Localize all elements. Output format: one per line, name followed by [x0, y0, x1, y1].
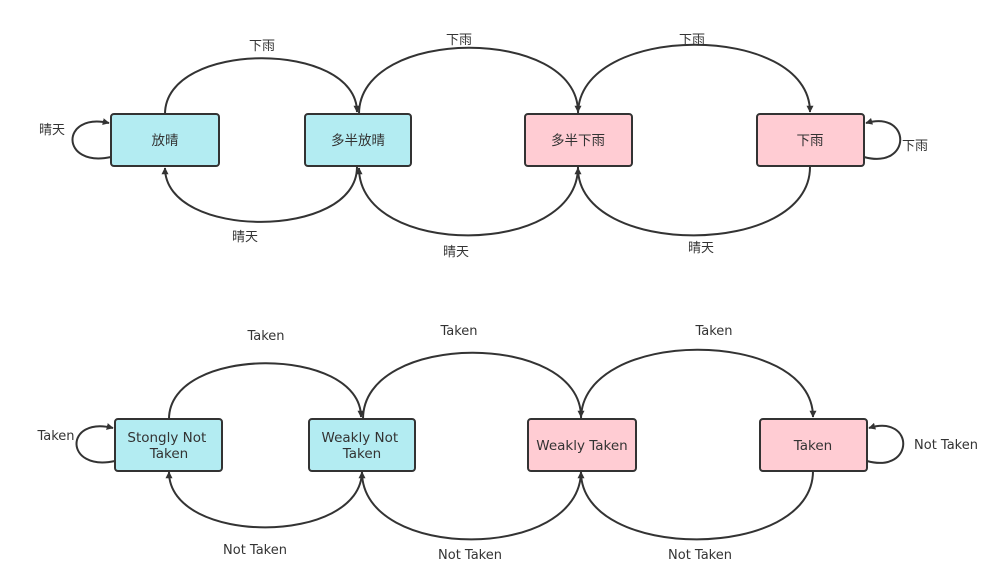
branch-edge-backward-1	[165, 470, 363, 529]
weather-self-loop-last	[863, 117, 902, 160]
branch-state-taken-label: Taken	[793, 438, 832, 454]
branch-forward-label-1: Taken	[246, 329, 284, 344]
svg-text:Stongly Not Taken: Stongly Not Taken	[127, 430, 210, 462]
branch-forward-label-3: Taken	[694, 324, 732, 339]
branch-backward-label-3: Not Taken	[668, 548, 732, 563]
weather-edge-forward-2	[358, 46, 582, 115]
weather-state-mostly-rainy: 多半下雨	[524, 113, 633, 167]
branch-forward-label-2: Taken	[439, 324, 477, 339]
weather-state-mostly-rainy-label: 多半下雨	[551, 132, 605, 149]
weather-edge-backward-2	[355, 166, 579, 237]
weather-forward-label-3: 下雨	[679, 33, 705, 48]
weather-forward-label-2: 下雨	[446, 33, 472, 48]
branch-edge-forward-2	[362, 351, 585, 420]
weather-edge-forward-3	[577, 43, 814, 115]
branch-self-loop-last-label: Not Taken	[914, 438, 978, 453]
branch-self-loop-first	[75, 423, 116, 464]
branch-edge-backward-3	[577, 470, 814, 541]
branch-state-weakly-not-taken-line-1: Weakly Not	[322, 430, 399, 446]
weather-backward-label-2: 晴天	[443, 245, 469, 260]
branch-state-taken: Taken	[759, 418, 868, 472]
weather-state-mostly-sunny-label: 多半放晴	[331, 132, 385, 149]
weather-state-sunny: 放晴	[110, 113, 220, 167]
svg-text:Weakly Not Taken: Weakly Not Taken	[322, 430, 403, 462]
branch-state-strongly-not-taken-line-2: Taken	[149, 446, 188, 462]
branch-diagram: Stongly Not Taken Weakly Not Taken Weakl…	[36, 324, 978, 563]
branch-backward-label-1: Not Taken	[223, 543, 287, 558]
branch-self-loop-last	[866, 422, 905, 464]
weather-backward-label-1: 晴天	[232, 230, 258, 245]
weather-self-loop-first	[71, 118, 112, 160]
weather-edge-backward-3	[574, 166, 811, 237]
branch-edge-forward-1	[168, 362, 365, 420]
weather-self-loop-last-label: 下雨	[902, 139, 928, 154]
branch-edge-backward-2	[358, 470, 582, 541]
branch-self-loop-first-label: Taken	[36, 429, 74, 444]
branch-state-strongly-not-taken-line-1: Stongly Not	[127, 430, 206, 446]
weather-state-rainy-label: 下雨	[797, 133, 824, 149]
weather-backward-label-3: 晴天	[688, 241, 714, 256]
branch-state-weakly-taken: Weakly Taken	[527, 418, 637, 472]
branch-state-weakly-taken-label: Weakly Taken	[536, 438, 627, 454]
weather-diagram: 放晴 多半放晴 多半下雨 下雨 下雨 下雨 下雨 晴天 晴天 晴天 晴天 下雨	[39, 33, 928, 260]
branch-edge-forward-3	[580, 348, 817, 420]
branch-backward-label-2: Not Taken	[438, 548, 502, 563]
weather-edge-backward-1	[161, 166, 358, 223]
branch-state-strongly-not-taken: Stongly Not Taken	[114, 418, 223, 472]
weather-self-loop-first-label: 晴天	[39, 123, 65, 138]
weather-state-sunny-label: 放晴	[152, 133, 179, 149]
branch-state-weakly-not-taken: Weakly Not Taken	[308, 418, 416, 472]
branch-state-weakly-not-taken-line-2: Taken	[342, 446, 381, 462]
weather-state-mostly-sunny: 多半放晴	[304, 113, 412, 167]
weather-forward-label-1: 下雨	[249, 39, 275, 54]
weather-edge-forward-1	[164, 57, 361, 115]
weather-state-rainy: 下雨	[756, 113, 865, 167]
